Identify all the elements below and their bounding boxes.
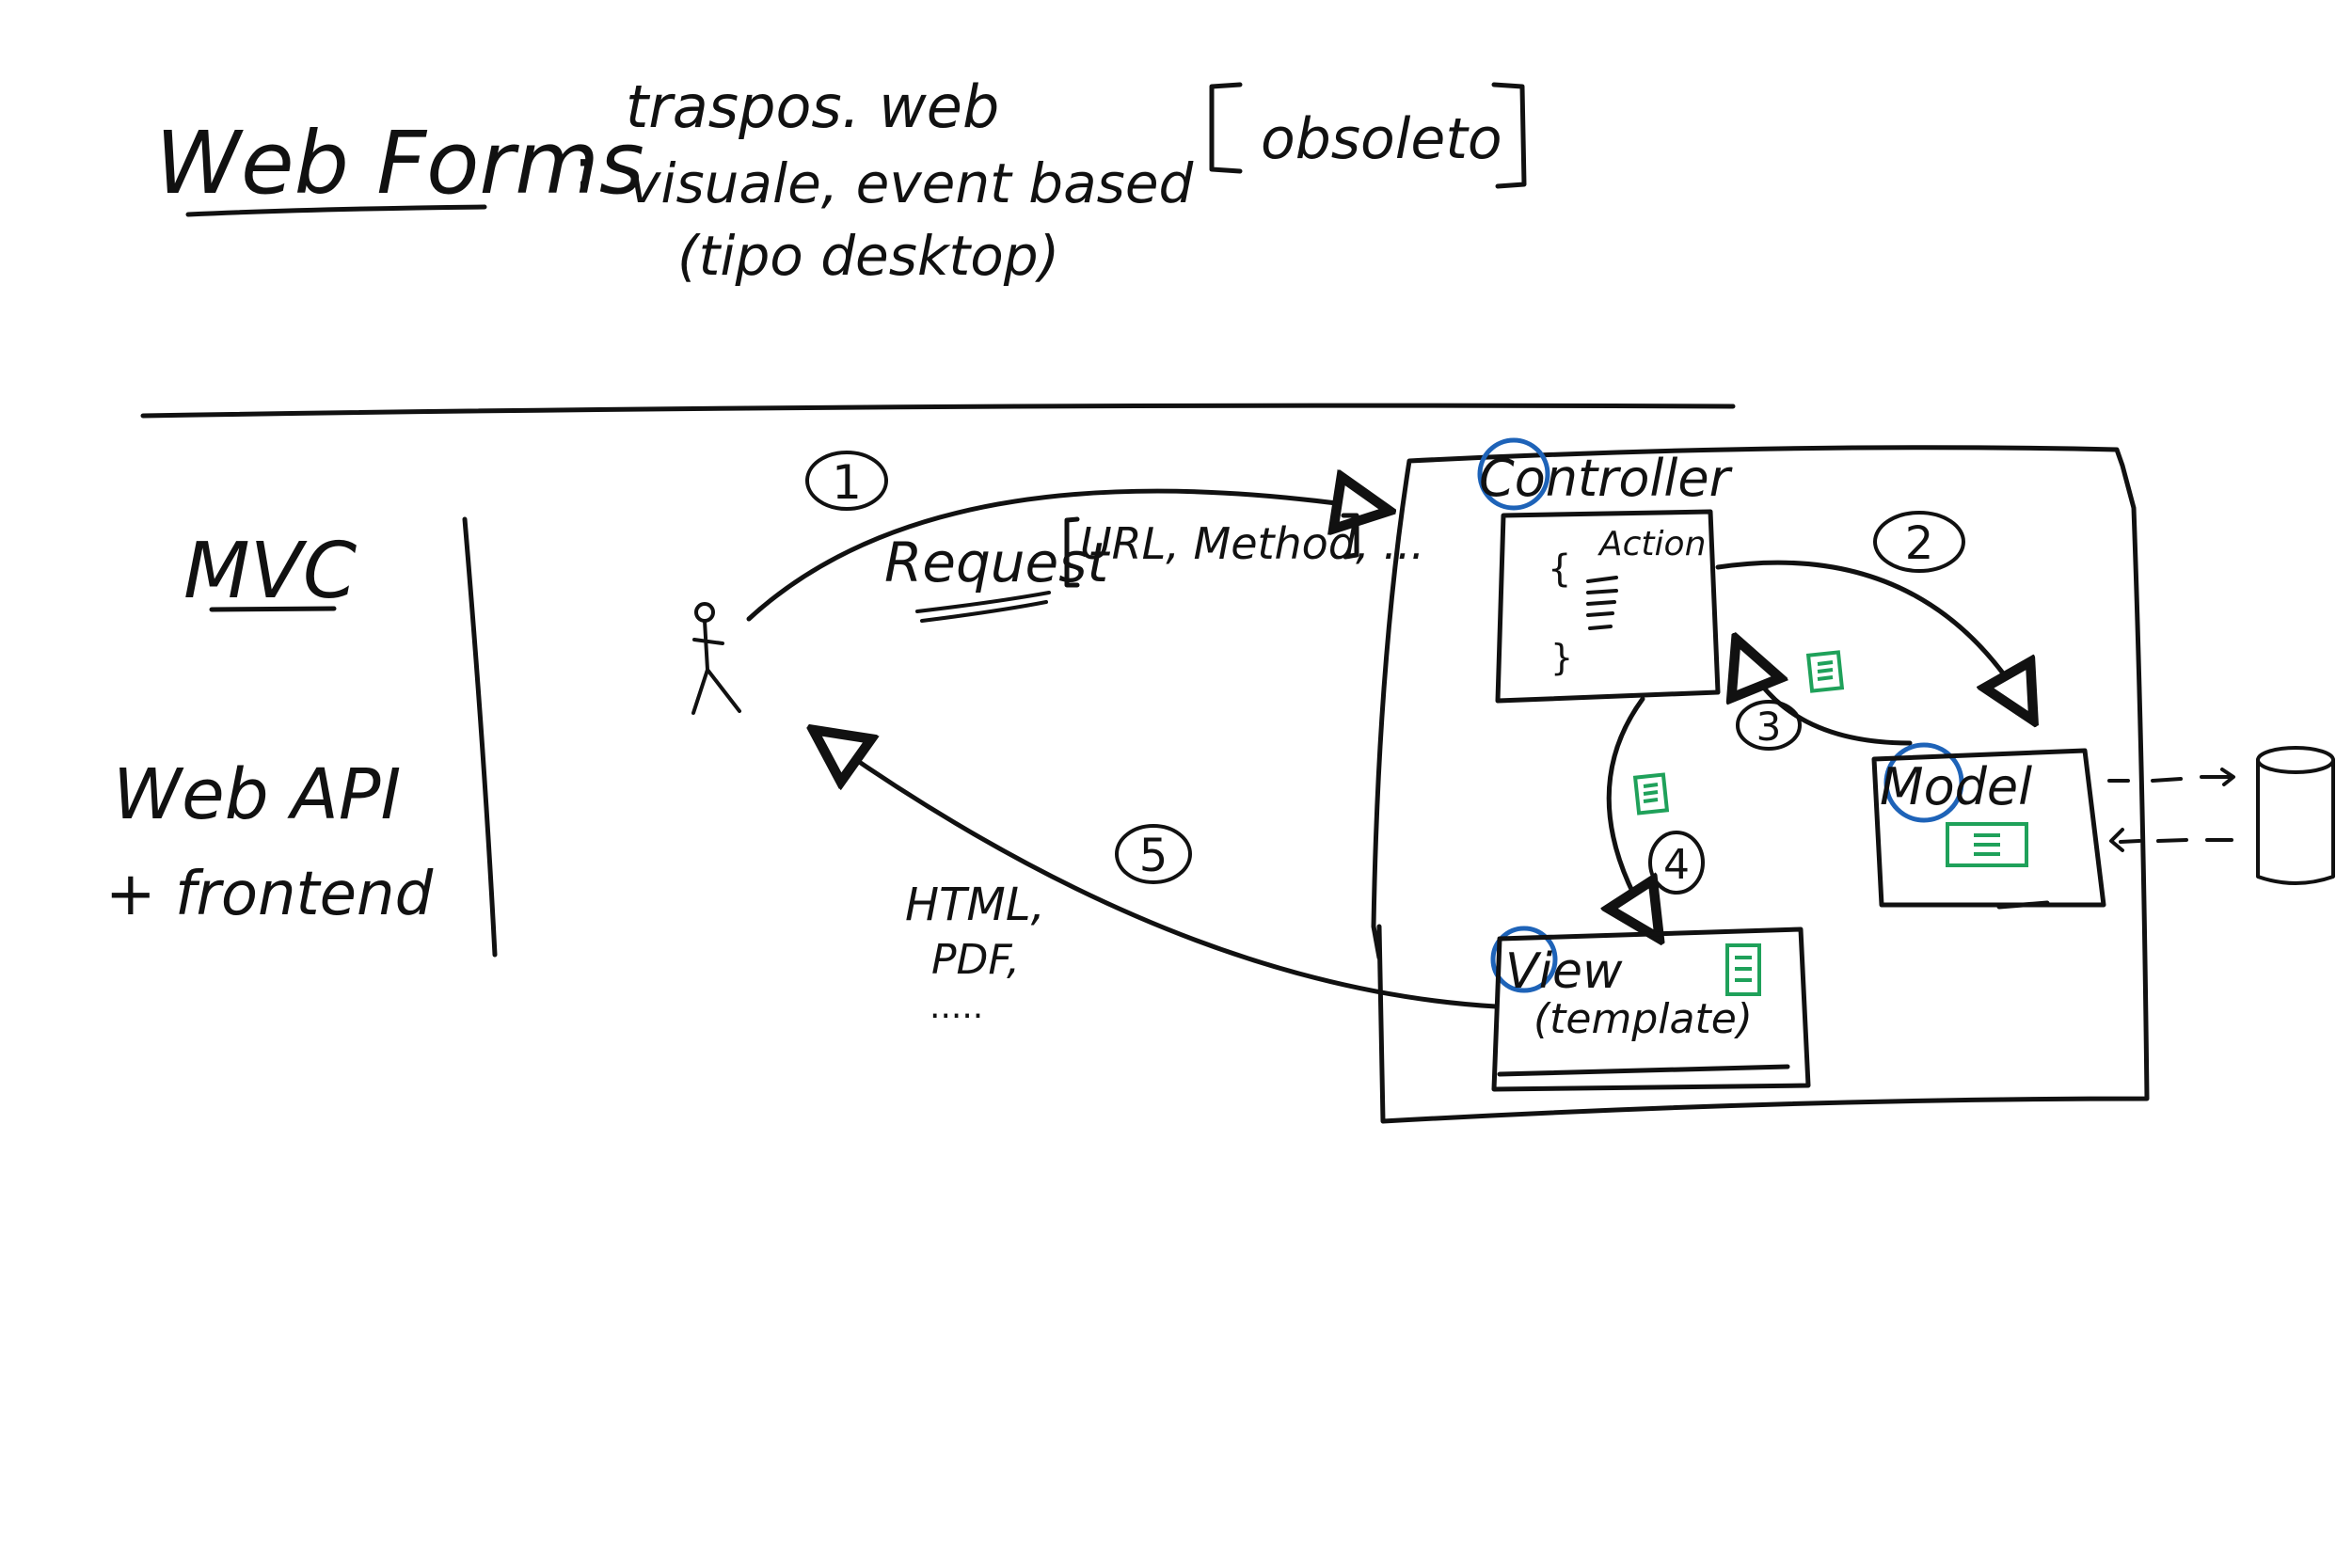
controller-label: Controller [1479, 449, 1733, 508]
controller-to-view-arrow [1609, 696, 1656, 933]
step5-circle [1115, 824, 1192, 884]
model-data-icon [1805, 650, 1845, 693]
web-forms-line3: (tipo desktop) [677, 224, 1059, 288]
request-bracket-close [1341, 513, 1359, 560]
request-bracket-open [1064, 516, 1080, 588]
model-highlight-circle [1883, 742, 1964, 823]
view-model-icon [1725, 943, 1761, 996]
user-stick-figure-icon [691, 602, 741, 715]
model-box [1871, 748, 2106, 908]
action-box [1495, 509, 1721, 704]
section-divider [140, 403, 1736, 419]
model-to-controller-arrow [1739, 645, 1913, 746]
step3-circle [1736, 700, 1802, 751]
step1-circle [805, 451, 888, 511]
left-bracket [1209, 82, 1243, 174]
mvc-underline [209, 606, 337, 612]
request-arrow [746, 491, 1383, 622]
webapi-label: Web API [113, 754, 401, 835]
web-forms-title: Web Forms [155, 113, 644, 214]
response-arrow [818, 734, 1499, 1009]
request-params: URL, Method, ... [1080, 518, 1424, 569]
step5-label: 5 [1139, 830, 1168, 882]
action-label: Action [1597, 525, 1706, 563]
action-brace-open-icon: { [1548, 547, 1571, 591]
step3-label: 3 [1756, 704, 1782, 750]
view-box [1491, 927, 1811, 1092]
db-link-out-head-icon [2220, 768, 2235, 786]
view-label: View [1505, 943, 1623, 1000]
web-forms-line2: visuale, event based [628, 151, 1195, 215]
title-underline [185, 204, 487, 217]
step1-label: 1 [832, 455, 862, 510]
model-object-icon [1946, 822, 2028, 867]
view-highlight-circle [1490, 926, 1558, 993]
title-separator: : [574, 136, 593, 202]
mvc-label: MVC [183, 527, 357, 616]
action-brace-close-icon: } [1550, 637, 1573, 678]
response-format-more: ..... [930, 988, 983, 1026]
frontend-label: + frontend [105, 860, 434, 929]
step4-label: 4 [1663, 841, 1690, 889]
view-box-inner-line [1497, 1064, 1790, 1077]
view-template-label: (template) [1534, 995, 1753, 1043]
obsoleto-note: obsoleto [1261, 106, 1502, 172]
mvc-container-box [1371, 445, 2150, 1124]
right-bracket [1491, 82, 1527, 189]
web-forms-section: Web Forms : traspos. web visuale, event … [155, 72, 1527, 288]
model-label: Model [1880, 757, 2032, 816]
action-code-lines-icon [1586, 576, 1618, 630]
step2-circle [1873, 511, 1965, 573]
response-format-pdf: PDF, [931, 936, 1020, 984]
left-column: MVC Web API + frontend [105, 516, 498, 958]
step2-label: 2 [1905, 517, 1934, 570]
controller-highlight-circle [1477, 437, 1550, 511]
response-format-html: HTML, [905, 879, 1045, 931]
step4-circle [1648, 831, 1705, 895]
db-link-out-dashes [2107, 775, 2232, 783]
vertical-divider [462, 516, 498, 958]
view-data-icon [1632, 772, 1670, 816]
controller-to-model-arrow [1715, 560, 2030, 715]
web-forms-line1: traspos. web [626, 72, 999, 141]
db-link-in-dashes [2119, 838, 2233, 844]
db-link-in-head-icon [2109, 828, 2124, 852]
request-underline [915, 591, 1051, 623]
database-cylinder-icon [2256, 746, 2335, 885]
model-box-extra-line [1996, 900, 2050, 910]
